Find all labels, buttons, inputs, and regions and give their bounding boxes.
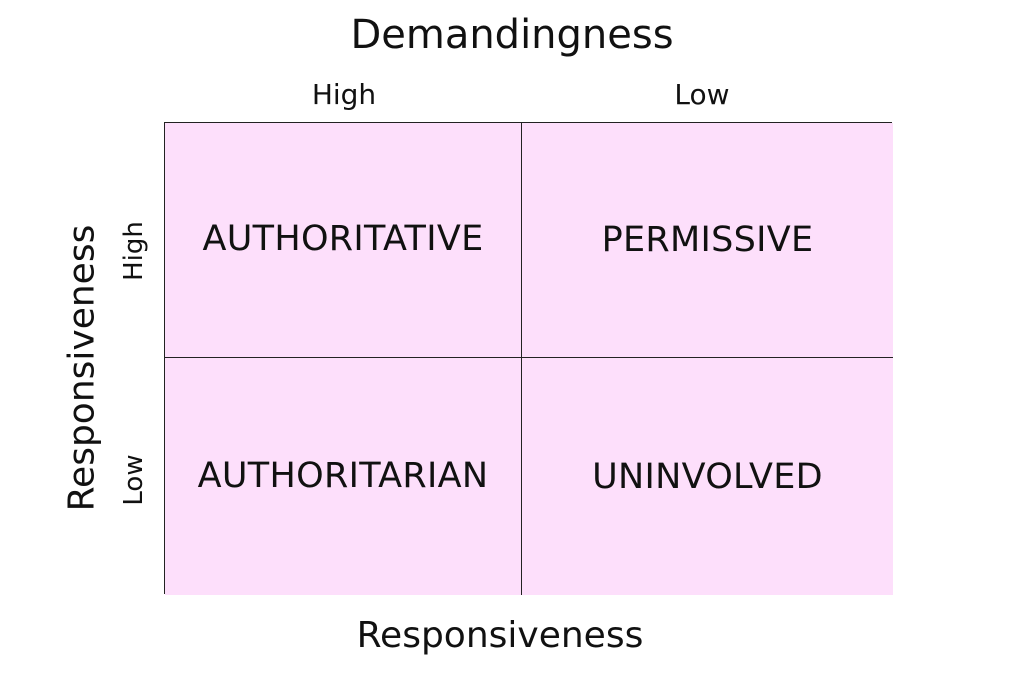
cell-authoritarian: AUTHORITARIAN [165,358,522,595]
cell-permissive: PERMISSIVE [522,123,893,358]
parenting-styles-grid: AUTHORITATIVE PERMISSIVE AUTHORITARIAN U… [164,122,893,595]
row-label-low: Low [119,454,149,506]
cell-authoritative-label: AUTHORITATIVE [202,219,484,259]
responsiveness-axis-title-left: Responsiveness [61,224,103,512]
demandingness-axis-title: Demandingness [350,12,674,58]
responsiveness-axis-title-bottom: Responsiveness [356,615,644,656]
cell-authoritarian-label: AUTHORITARIAN [197,455,489,496]
cell-permissive-label: PERMISSIVE [601,220,814,260]
column-label-low: Low [674,78,730,111]
row-label-high: High [119,221,149,281]
cell-uninvolved-label: UNINVOLVED [592,456,823,497]
column-label-high: High [311,78,377,111]
cell-uninvolved: UNINVOLVED [522,358,893,595]
cell-authoritative: AUTHORITATIVE [165,123,522,358]
